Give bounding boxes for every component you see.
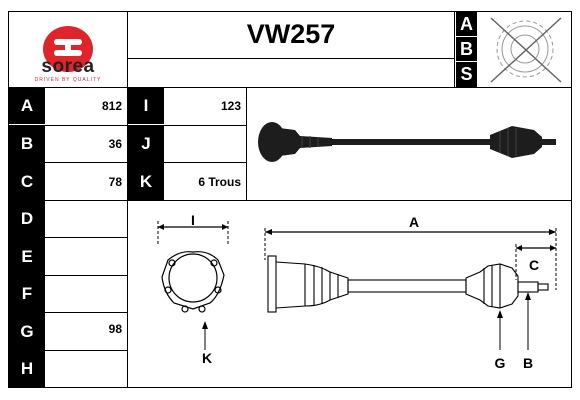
brand-name: sorea — [41, 56, 95, 77]
dimension-label-g: G — [495, 355, 506, 371]
spec-key-a: A — [9, 88, 45, 124]
divider — [8, 237, 127, 238]
spec-key-g: G — [9, 313, 45, 350]
spec-value-a: 812 — [101, 99, 122, 113]
divider — [8, 350, 127, 351]
spec-key-h: H — [9, 351, 45, 387]
divider — [127, 11, 128, 388]
spec-sheet-frame — [8, 11, 572, 388]
spec-key-k: K — [128, 163, 164, 200]
dimension-label-i: I — [191, 212, 195, 228]
divider — [8, 87, 572, 88]
sorea-logo-icon — [43, 26, 93, 72]
spec-value-i: 123 — [220, 99, 241, 113]
divider — [8, 125, 246, 126]
abs-letter-a: A — [456, 12, 477, 36]
abs-letter-b: B — [456, 37, 477, 61]
divider — [246, 87, 247, 201]
divider — [8, 275, 127, 276]
brand-logo: sorea DRIVEN BY QUALITY — [9, 12, 127, 88]
spec-key-f: F — [9, 276, 45, 312]
spec-key-i: I — [128, 88, 164, 124]
divider — [8, 312, 127, 313]
spec-value-k: 6 Trous — [198, 175, 241, 189]
divider — [8, 200, 572, 201]
spec-key-b: B — [9, 126, 45, 162]
dimension-label-c: C — [529, 257, 539, 273]
dimension-label-b: B — [523, 355, 533, 371]
spec-key-d: D — [9, 201, 45, 237]
abs-ring-crossed-icon — [490, 17, 562, 83]
brand-tagline: DRIVEN BY QUALITY — [34, 77, 102, 83]
spec-key-j: J — [128, 126, 164, 162]
flange-diagram: I K — [157, 212, 229, 365]
divider — [8, 162, 246, 163]
dimension-label-k: K — [202, 350, 212, 365]
spec-value-g: 98 — [108, 322, 122, 336]
spec-value-b: 36 — [108, 137, 122, 151]
spec-key-e: E — [9, 238, 45, 275]
abs-letter-s: S — [456, 62, 477, 87]
divider — [454, 11, 455, 88]
shaft-dimension-diagram: A C G B — [264, 214, 557, 371]
dimension-label-a: A — [409, 214, 419, 230]
spec-key-c: C — [9, 163, 45, 200]
divider — [127, 58, 454, 59]
spec-value-c: 78 — [108, 175, 122, 189]
driveshaft-photo — [258, 122, 556, 162]
part-number-title: VW257 — [246, 19, 336, 49]
